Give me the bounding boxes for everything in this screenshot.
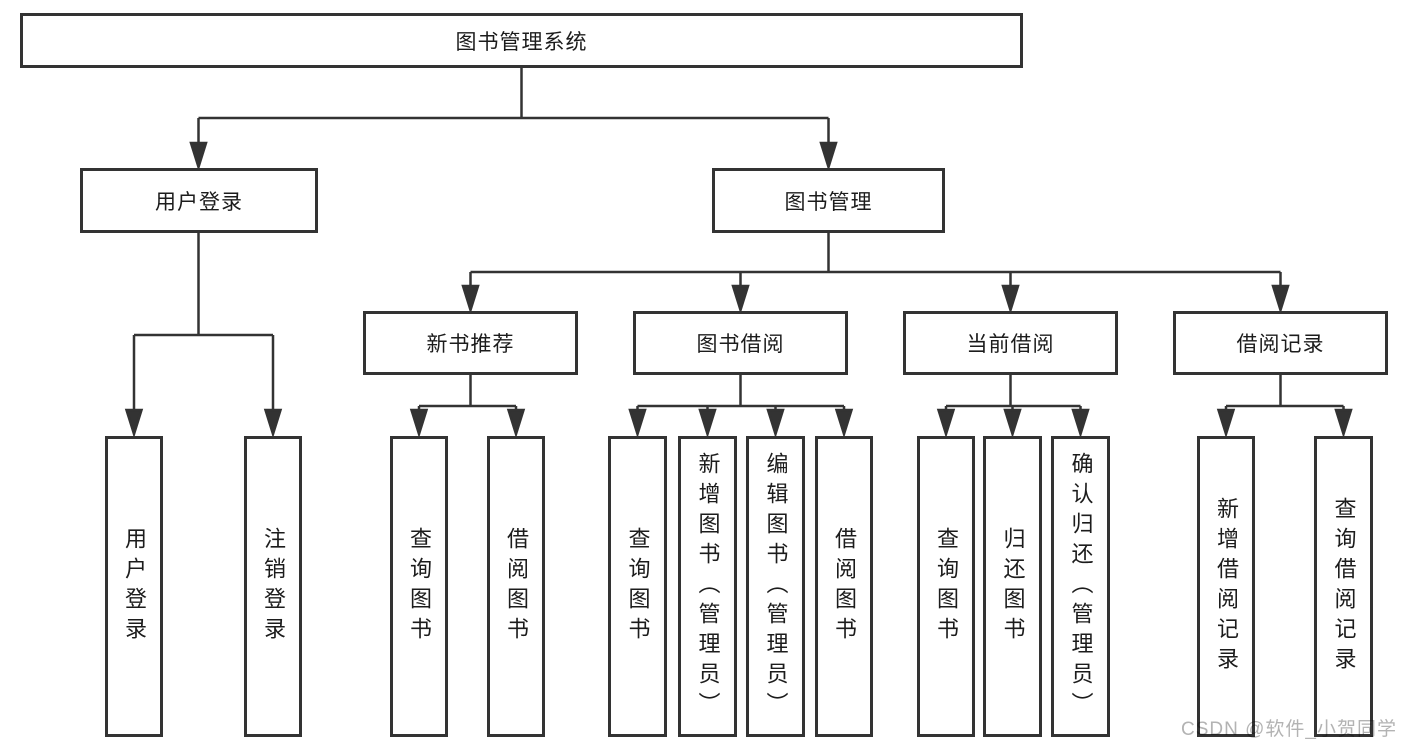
arrowhead [189,141,208,172]
node-new-book-recommend-label: 新书推荐 [426,333,515,356]
node-current-borrow: 当前借阅 [903,311,1118,375]
node-current-borrow-label: 当前借阅 [966,333,1055,356]
connector-root-to-level2 [189,68,838,172]
connector-new-book-to-leaves [409,375,526,439]
arrowhead [263,408,283,439]
leaf-query-borrow-record: 查询借阅记录 [1314,436,1373,737]
leaf-borrow-books: 借阅图书 [815,436,873,737]
leaf-add-books-admin: 新增图书（管理员） [678,436,737,737]
node-book-management-label: 图书管理 [784,190,873,214]
leaf-confirm-return-admin: 确认归还（管理员） [1051,436,1110,737]
leaf-query-books-recommend: 查询图书 [390,436,448,737]
arrowhead [819,141,838,172]
node-root: 图书管理系统 [20,13,1023,68]
leaf-query-borrow-record-label: 查询借阅记录 [1331,496,1357,677]
leaf-query-books-borrow: 查询图书 [608,436,667,737]
leaf-query-books-current: 查询图书 [917,436,975,737]
arrowhead [1271,284,1290,315]
arrowhead [1003,408,1022,439]
arrowhead [628,408,647,439]
arrowhead [506,408,526,439]
leaf-add-borrow-record: 新增借阅记录 [1197,436,1255,737]
node-user-login: 用户登录 [80,168,318,233]
arrowhead [1071,408,1090,439]
leaf-query-books-recommend-label: 查询图书 [407,526,432,647]
leaf-edit-books-admin: 编辑图书（管理员） [746,436,805,737]
arrowhead [1334,408,1353,439]
watermark: CSDN @软件_小贺同学 [1181,719,1397,740]
node-book-management: 图书管理 [712,168,945,233]
connector-book-borrow-to-leaves [628,375,854,439]
leaf-borrow-books-label: 借阅图书 [832,526,857,647]
connector-user-login-to-leaves [124,233,283,439]
leaf-query-books-borrow-label: 查询图书 [625,526,651,647]
arrowhead [698,408,717,439]
arrowhead [1216,408,1236,439]
node-book-borrow-label: 图书借阅 [696,333,785,356]
arrowhead [834,408,854,439]
leaf-user-login-label: 用户登录 [122,526,147,647]
leaf-borrow-books-recommend: 借阅图书 [487,436,545,737]
leaf-return-books-label: 归还图书 [1000,526,1026,647]
leaf-user-login: 用户登录 [105,436,163,737]
arrowhead [766,408,785,439]
arrowhead [936,408,956,439]
connector-current-borrow-to-leaves [936,375,1090,439]
node-borrow-records: 借阅记录 [1173,311,1388,375]
arrowhead [409,408,429,439]
connector-book-management-to-level3 [461,233,1290,315]
arrowhead [461,284,480,315]
leaf-query-books-current-label: 查询图书 [934,526,959,647]
arrowhead [1001,284,1020,315]
connector-borrow-records-to-leaves [1216,375,1353,439]
leaf-borrow-books-recommend-label: 借阅图书 [504,526,529,647]
leaf-add-borrow-record-label: 新增借阅记录 [1214,496,1239,677]
node-book-borrow: 图书借阅 [633,311,848,375]
leaf-confirm-return-admin-label: 确认归还（管理员） [1068,451,1094,722]
leaf-edit-books-admin-label: 编辑图书（管理员） [763,451,789,722]
node-root-label: 图书管理系统 [455,30,588,54]
arrowhead [731,284,750,315]
leaf-logout-label: 注销登录 [261,526,286,647]
leaf-logout: 注销登录 [244,436,302,737]
arrowhead [124,408,144,439]
node-user-login-label: 用户登录 [155,190,243,214]
node-new-book-recommend: 新书推荐 [363,311,578,375]
node-borrow-records-label: 借阅记录 [1236,333,1325,356]
leaf-add-books-admin-label: 新增图书（管理员） [695,451,721,722]
leaf-return-books: 归还图书 [983,436,1042,737]
